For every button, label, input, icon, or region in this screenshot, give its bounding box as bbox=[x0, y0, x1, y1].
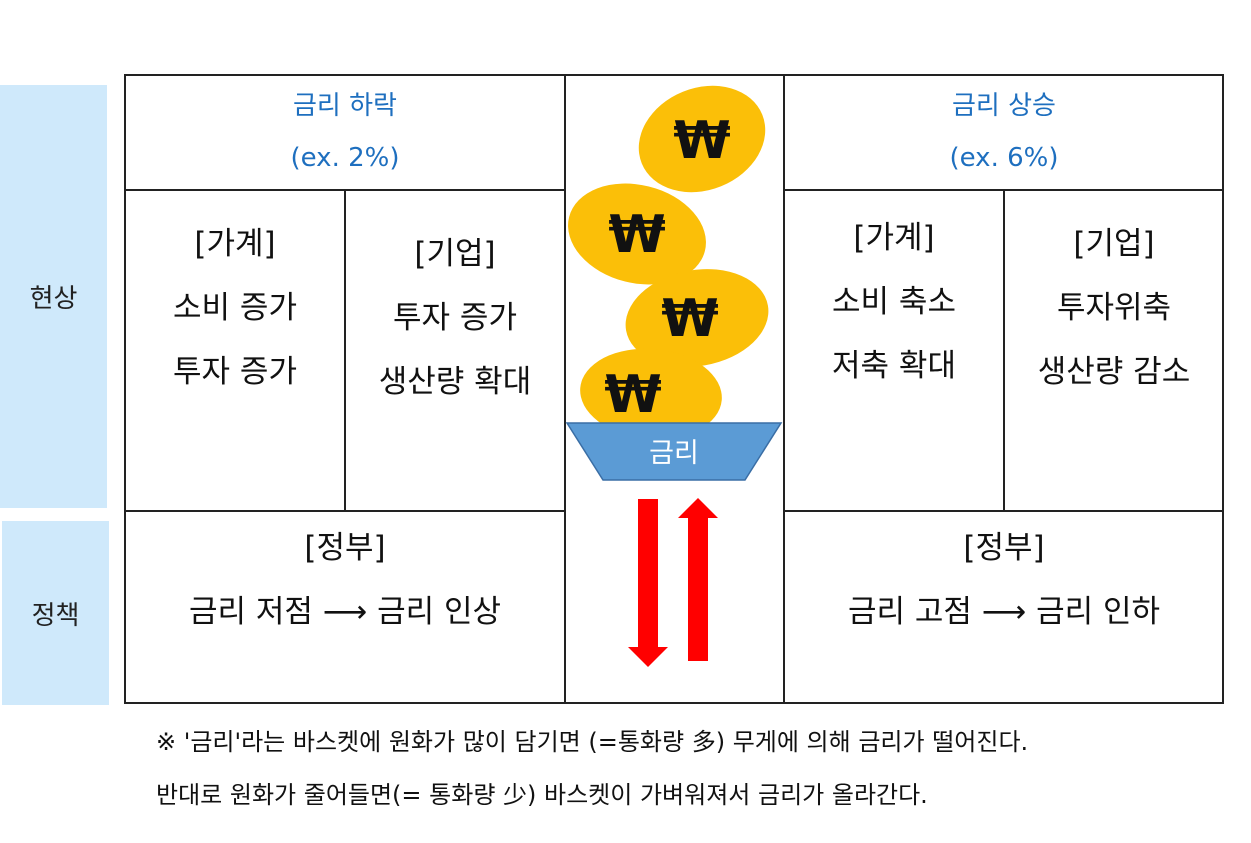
left-government-heading: [정부] bbox=[304, 530, 386, 566]
right-government-cell: [정부] 금리 고점 ⟶ 금리 인하 bbox=[785, 516, 1223, 702]
right-example: (ex. 6%) bbox=[949, 143, 1059, 173]
right-household-line-2: 저축 확대 bbox=[832, 348, 956, 384]
footnote-line-1: ※ '금리'라는 바스켓에 원화가 많이 담기면 (=통화량 多) 무게에 의해… bbox=[156, 728, 1029, 756]
interest-basket-illustration: ₩ ₩ ₩ ₩ 금리 bbox=[565, 85, 783, 667]
right-title-cell: 금리 상승 (ex. 6%) bbox=[785, 80, 1223, 189]
basket-label: 금리 bbox=[649, 438, 699, 469]
left-government-line: 금리 저점 ⟶ 금리 인상 bbox=[188, 594, 502, 630]
coin-2: ₩ bbox=[568, 183, 706, 285]
right-firm-cell: [기업] 투자위축 생산량 감소 bbox=[1005, 212, 1223, 508]
coin-3: ₩ bbox=[625, 269, 769, 367]
interest-basket: 금리 bbox=[565, 422, 783, 481]
right-firm-line-1: 투자위축 bbox=[1056, 290, 1172, 326]
right-government-line: 금리 고점 ⟶ 금리 인하 bbox=[847, 594, 1161, 630]
phenomenon-label: 현상 bbox=[29, 284, 78, 314]
side-label-policy: 정책 bbox=[2, 521, 109, 705]
left-example: (ex. 2%) bbox=[290, 143, 400, 173]
divider-left-split bbox=[344, 189, 346, 511]
right-household-cell: [가계] 소비 축소 저축 확대 bbox=[785, 206, 1003, 508]
left-title: 금리 하락 bbox=[293, 91, 397, 121]
right-title: 금리 상승 bbox=[952, 91, 1056, 121]
right-government-heading: [정부] bbox=[963, 530, 1045, 566]
won-coin-icon: ₩ bbox=[608, 205, 665, 265]
coin-1: ₩ bbox=[638, 85, 766, 193]
down-arrow-icon bbox=[628, 499, 668, 667]
divider-center-right bbox=[783, 74, 785, 704]
won-coin-icon: ₩ bbox=[604, 365, 661, 425]
won-coin-icon: ₩ bbox=[673, 111, 730, 171]
divider-center-left bbox=[564, 74, 566, 704]
right-household-line-1: 소비 축소 bbox=[832, 284, 956, 320]
left-firm-line-2: 생산량 확대 bbox=[378, 364, 532, 400]
divider-right-policy bbox=[783, 510, 1224, 512]
left-government-cell: [정부] 금리 저점 ⟶ 금리 인상 bbox=[126, 516, 564, 702]
left-household-cell: [가계] 소비 증가 투자 증가 bbox=[126, 212, 344, 508]
left-household-line-1: 소비 증가 bbox=[173, 290, 297, 326]
left-firm-line-1: 투자 증가 bbox=[393, 300, 517, 336]
footnote-line-2: 반대로 원화가 줄어들면(= 통화량 少) 바스켓이 가벼워져서 금리가 올라간… bbox=[156, 781, 928, 809]
divider-right-split bbox=[1003, 189, 1005, 511]
diagram-frame bbox=[124, 74, 1224, 704]
won-coin-icon: ₩ bbox=[661, 289, 718, 349]
left-household-heading: [가계] bbox=[194, 226, 276, 262]
side-label-phenomenon: 현상 bbox=[0, 85, 107, 508]
left-firm-heading: [기업] bbox=[414, 236, 496, 272]
left-title-cell: 금리 하락 (ex. 2%) bbox=[126, 80, 564, 189]
left-household-line-2: 투자 증가 bbox=[173, 354, 297, 390]
right-firm-line-2: 생산량 감소 bbox=[1037, 354, 1191, 390]
up-arrow-icon bbox=[678, 498, 718, 661]
coin-4: ₩ bbox=[580, 348, 722, 440]
left-firm-cell: [기업] 투자 증가 생산량 확대 bbox=[346, 222, 564, 508]
right-firm-heading: [기업] bbox=[1073, 226, 1155, 262]
divider-left-policy bbox=[124, 510, 565, 512]
right-household-heading: [가계] bbox=[853, 220, 935, 256]
policy-label: 정책 bbox=[31, 600, 80, 631]
